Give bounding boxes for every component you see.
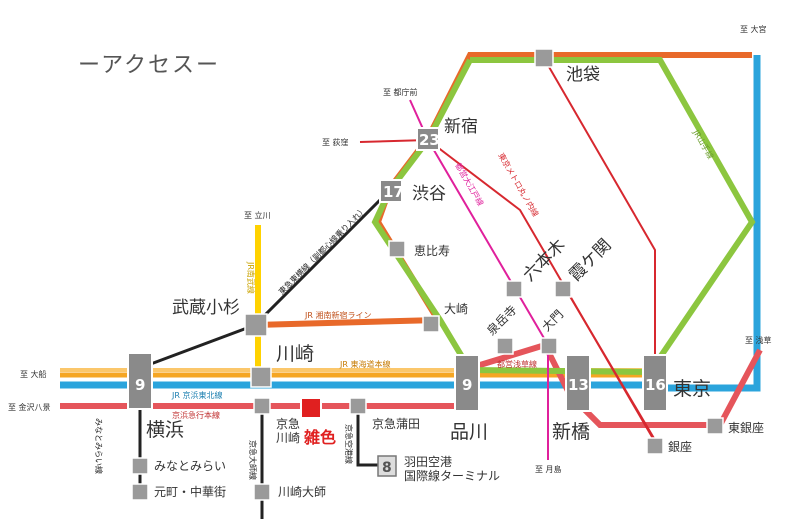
- station-marker-kawasakidaishi: [253, 483, 271, 501]
- station-marker-roppongi: [505, 280, 523, 298]
- station-keikyu-kamata: 京急蒲田: [372, 416, 420, 431]
- station-minatomirai: みなとみらい: [154, 459, 226, 473]
- svg-text:17: 17: [383, 183, 404, 201]
- station-box-yokohama: 9: [127, 352, 153, 410]
- line-label-keikyu: 京浜急行本線: [172, 410, 220, 420]
- shop-label[interactable]: 雑色: [303, 428, 336, 447]
- svg-text:23: 23: [419, 131, 440, 149]
- station-musashikosugi: 武蔵小杉: [172, 298, 240, 318]
- svg-text:16: 16: [645, 376, 666, 394]
- station-kasumigaseki: 霞ケ関: [565, 235, 615, 285]
- station-sengakuji: 泉岳寺: [484, 303, 519, 338]
- station-kawasakidaishi: 川崎大師: [278, 485, 326, 499]
- dest-tochomae: 至 都庁前: [383, 87, 418, 97]
- station-box-tokyo: 16: [642, 354, 668, 412]
- station-box-shinagawa: 9: [454, 354, 480, 412]
- station-keikyu-kawasaki: 京急川崎: [276, 416, 300, 445]
- station-marker-daimon: [540, 337, 558, 355]
- svg-text:9: 9: [135, 376, 145, 394]
- shop-marker[interactable]: [300, 397, 322, 419]
- station-tokyo: 東京: [673, 378, 711, 400]
- line-label-shonan: JR 湘南新宿ライン: [304, 310, 371, 320]
- station-yokohama: 横浜: [146, 419, 184, 441]
- station-marker-osaki: [422, 315, 440, 333]
- line-label-tokaido: JR 東海道本線: [339, 359, 390, 369]
- station-shinjuku: 新宿: [444, 117, 478, 137]
- line-label-keihin: JR 京浜東北線: [171, 390, 222, 400]
- yamanote-line: [371, 57, 756, 376]
- station-motomachi: 元町・中華街: [154, 484, 226, 499]
- dest-asakusa: 至 浅草: [745, 335, 772, 345]
- line-label-nambu: JR南武線: [246, 261, 256, 294]
- station-ikebukuro: 池袋: [566, 65, 600, 85]
- station-marker-kawasaki: [250, 366, 272, 388]
- station-higashiginza: 東銀座: [728, 420, 764, 435]
- station-box-haneda: 8: [377, 455, 397, 477]
- station-haneda: 羽田空港国際線ターミナル: [404, 455, 500, 483]
- svg-text:8: 8: [382, 460, 392, 476]
- dest-tsukishima: 至 月島: [535, 464, 562, 474]
- subway-line: [564, 287, 656, 441]
- line-label-asakusa: 都営浅草線: [497, 359, 537, 369]
- kuko-line: [356, 410, 385, 467]
- station-marker-sengakuji: [496, 337, 514, 355]
- station-kawasaki: 川崎: [276, 343, 314, 365]
- line-label-daishi: 京急大師線: [248, 440, 258, 480]
- dest-tachikawa: 至 立川: [244, 210, 271, 220]
- station-shimbashi: 新橋: [552, 421, 590, 443]
- station-markers: [131, 48, 724, 501]
- oedo-line: [409, 99, 549, 460]
- line-label-oedo: 都営大江戸線: [453, 161, 486, 208]
- station-marker-ikebukuro: [534, 48, 554, 68]
- dest-ogikubo: 至 荻窪: [322, 137, 349, 147]
- station-marker-ebisu: [388, 240, 406, 258]
- station-box-shimbashi: 13: [565, 354, 591, 412]
- station-marker-ginza: [646, 437, 664, 455]
- station-ebisu: 恵比寿: [414, 244, 450, 258]
- station-marker-musashikosugi: [244, 313, 268, 337]
- station-roppongi: 六本木: [519, 235, 569, 285]
- station-marker-keikyu-kamata: [349, 397, 367, 415]
- station-marker-higashiginza: [706, 417, 724, 435]
- line-label-toyoko: 東急東横線（副都心線乗り入れ）: [276, 204, 368, 296]
- keihin-tohoku-line: [60, 55, 761, 392]
- line-label-kuko: 京急空港線: [344, 424, 354, 464]
- line-label-minatomirai: みなとみらい線: [94, 418, 104, 474]
- station-daimon: 大門: [539, 307, 566, 334]
- marunouchi-line-2: [544, 59, 656, 368]
- station-shibuya: 渋谷: [412, 184, 446, 204]
- station-box-shibuya: 17: [379, 179, 404, 203]
- station-marker-minatomirai: [131, 457, 149, 475]
- svg-text:9: 9: [462, 376, 472, 394]
- dest-omiya: 至 大宮: [740, 24, 767, 34]
- dest-kanazawahakkei: 至 金沢八景: [8, 402, 51, 412]
- station-shinagawa: 品川: [450, 421, 488, 443]
- station-marker-keikyu-kawasaki: [253, 397, 271, 415]
- station-marker-kasumigaseki: [554, 280, 572, 298]
- station-marker-motomachi: [131, 483, 149, 501]
- station-box-shinjuku: 23: [416, 127, 440, 151]
- station-ginza: 銀座: [668, 439, 692, 454]
- page-heading: ーアクセスー: [78, 53, 220, 78]
- station-osaki: 大崎: [444, 302, 468, 316]
- dest-ofuna: 至 大船: [20, 369, 47, 379]
- svg-text:13: 13: [568, 376, 589, 394]
